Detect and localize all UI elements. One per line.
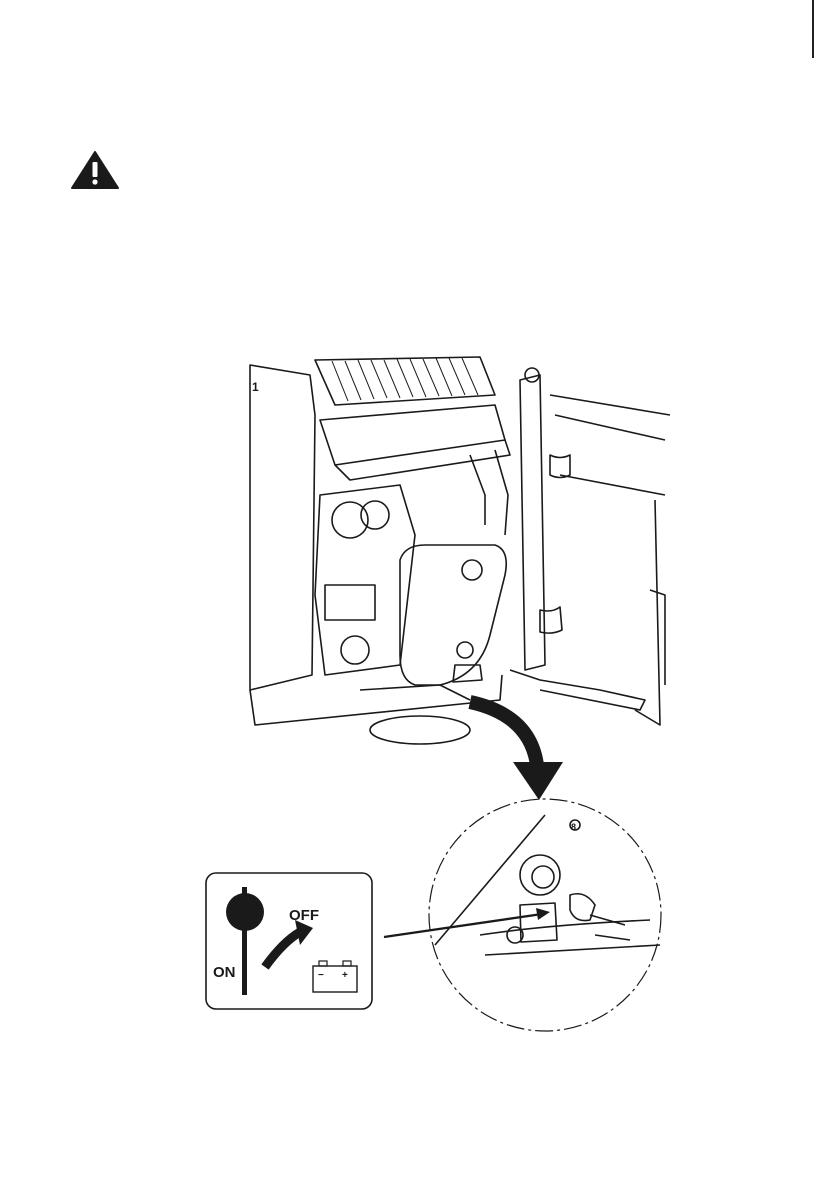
on-label: ON	[213, 964, 236, 981]
battery-plus: +	[342, 970, 348, 981]
crop-mark	[812, 0, 814, 58]
callout-number: 1	[252, 380, 259, 394]
off-label: OFF	[289, 907, 319, 924]
battery-switch-panel: OFF ON − +	[205, 872, 373, 1010]
battery-minus: −	[318, 970, 324, 981]
machine-illustration: 1	[240, 345, 670, 745]
zoom-callout-number: 8	[571, 822, 576, 832]
pointer-line	[370, 900, 560, 950]
curved-arrow-icon	[455, 690, 575, 810]
warning-triangle-icon	[70, 150, 120, 190]
